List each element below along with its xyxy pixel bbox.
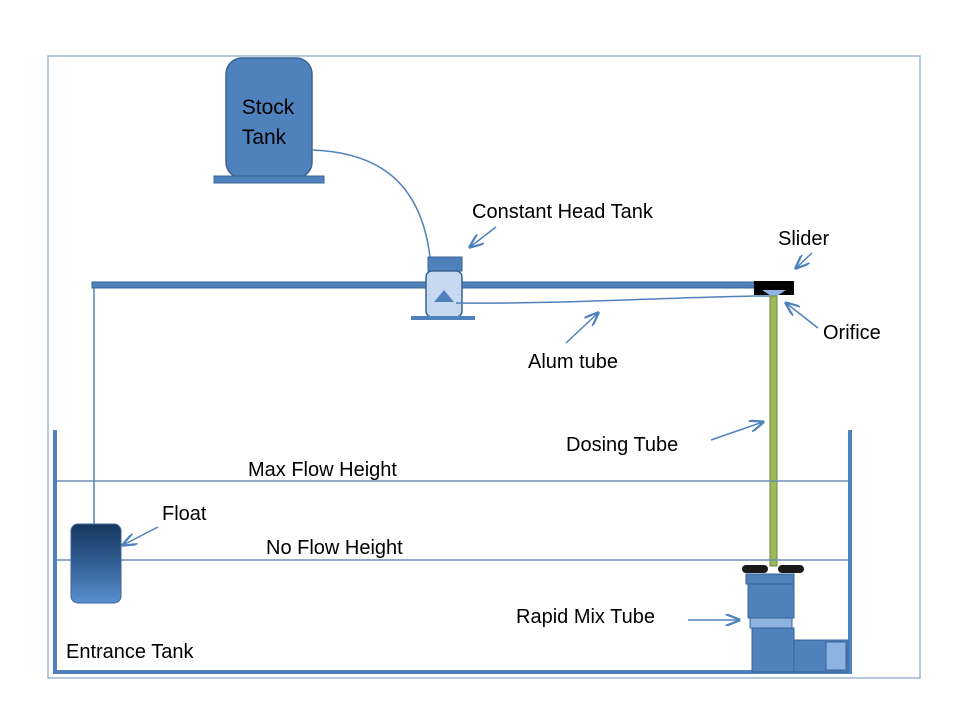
rapid-mix-coupling (747, 583, 795, 619)
orifice-label: Orifice (823, 322, 881, 344)
constant-head-tank-base (411, 316, 475, 320)
stock-tank-label-line2: Tank (242, 126, 287, 149)
rapid-mix-outlet (825, 641, 847, 671)
float-label: Float (162, 503, 207, 525)
dosing-tube-label: Dosing Tube (566, 434, 678, 456)
rapid-mix-coupling-top (745, 573, 795, 585)
alum-tube-arrow (565, 313, 598, 344)
alum-tube (455, 295, 770, 304)
constant-head-tank (411, 256, 475, 320)
slider-arrow (796, 252, 813, 268)
entrance-tank-floor (53, 670, 852, 674)
entrance-tank-label: Entrance Tank (66, 641, 194, 663)
orifice (762, 290, 786, 298)
entrance-tank (53, 430, 852, 674)
stock-tank-label-line1: Stock (242, 96, 295, 119)
stock-tank-base (213, 175, 325, 184)
rapid-mix-cap-right (778, 565, 804, 573)
stock-feed-line (311, 149, 431, 258)
dosing-tube (769, 295, 778, 567)
max-flow-height-label: Max Flow Height (248, 459, 397, 481)
rapid-mix-band (749, 617, 793, 629)
frame-border (47, 55, 921, 679)
constant-head-tank-valve (434, 290, 454, 302)
constant-head-tank-arrow (470, 226, 497, 247)
constant-head-tank-label: Constant Head Tank (472, 201, 654, 223)
float-arrow (123, 526, 159, 545)
entrance-tank-left-wall (53, 430, 57, 674)
no-flow-height-label: No Flow Height (266, 537, 403, 559)
slider (754, 281, 794, 295)
dosing-tube-arrow (710, 422, 763, 441)
rapid-mix-tube (742, 565, 849, 673)
slider-label: Slider (778, 228, 829, 250)
rapid-mix-tube-label: Rapid Mix Tube (516, 606, 655, 628)
rapid-mix-cap-left (742, 565, 768, 573)
rapid-mix-elbow-vertical (751, 627, 795, 673)
constant-head-tank-top (427, 256, 463, 272)
float (70, 523, 122, 604)
orifice-arrow (786, 303, 819, 329)
alum-tube-label: Alum tube (528, 351, 618, 373)
stock-tank: Stock Tank (213, 57, 325, 184)
entrance-tank-right-wall (848, 430, 852, 674)
